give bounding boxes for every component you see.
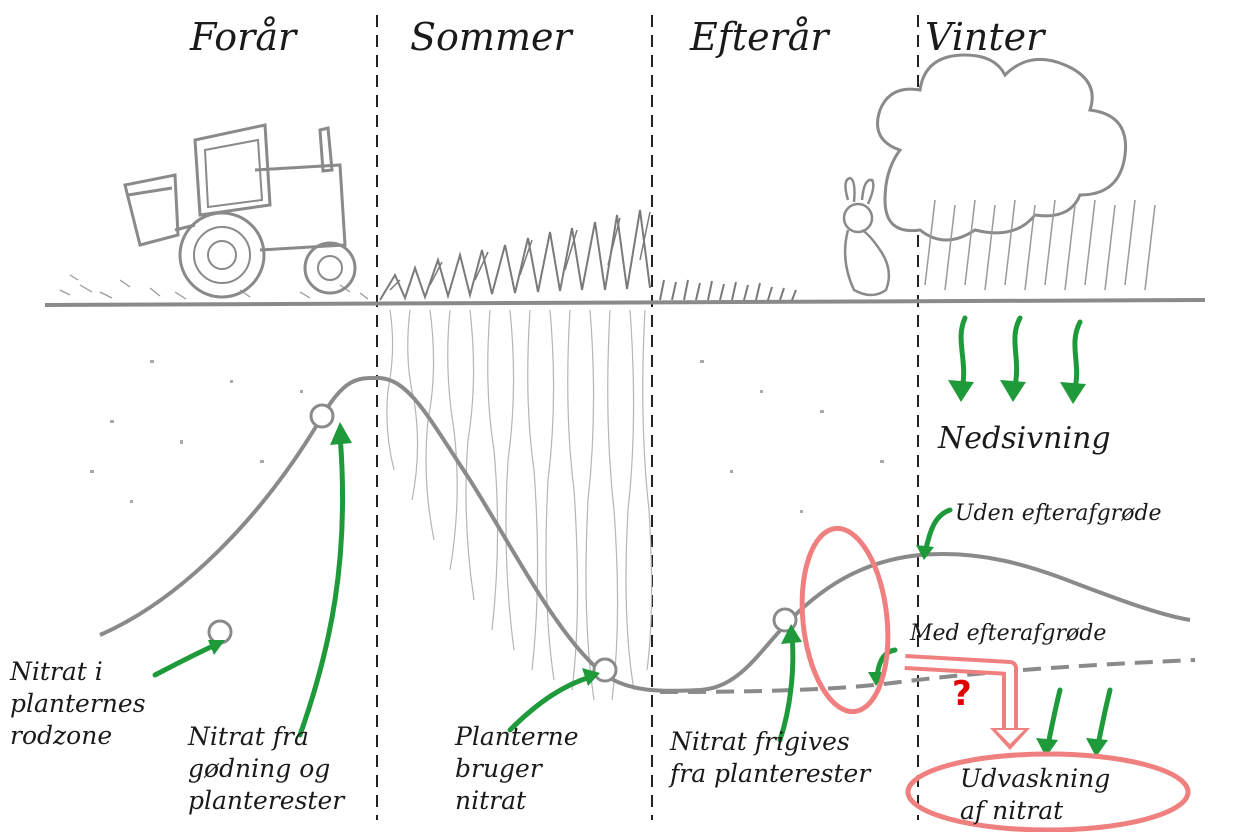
arrow-leach-2	[1095, 687, 1113, 748]
label-nitrat-godning: Nitrat fra gødning og planterester	[187, 722, 346, 815]
rain	[924, 199, 1156, 291]
autumn-stubble	[659, 279, 797, 301]
label-nitrat-rodzone: Nitrat i planternes rodzone	[9, 657, 146, 750]
svg-text:rodzone: rodzone	[10, 721, 112, 750]
arrow-release	[777, 632, 796, 743]
svg-text:nitrat: nitrat	[455, 786, 527, 815]
green-arrowheads	[208, 380, 1108, 757]
arrow-plants-use	[507, 674, 593, 733]
season-title-winter: Vinter	[925, 15, 1047, 59]
question-mark: ?	[952, 674, 972, 714]
curve-markers	[207, 403, 798, 683]
arrow-nedsivning-3	[1071, 319, 1083, 395]
marker-rootzone	[207, 619, 233, 645]
label-nitrat-frigives: Nitrat frigives fra planterester	[668, 727, 872, 788]
rain-cloud	[876, 53, 1128, 242]
ground-line	[44, 298, 1206, 307]
svg-text:Nitrat frigives: Nitrat frigives	[669, 727, 850, 756]
svg-text:bruger: bruger	[455, 754, 544, 783]
season-title-spring: Forår	[189, 15, 299, 59]
soil-specks	[90, 360, 884, 513]
marker-fertilizer	[309, 403, 335, 429]
red-highlights	[799, 525, 1191, 832]
svg-text:Nitrat fra: Nitrat fra	[187, 722, 309, 751]
label-nedsivning: Nedsivning	[937, 421, 1111, 456]
spring-soil-texture	[59, 274, 369, 300]
arrow-fertilizer	[297, 432, 346, 738]
arrow-nedsivning-2	[1011, 315, 1023, 393]
svg-text:gødning og: gødning og	[188, 754, 330, 783]
svg-text:fra planterester: fra planterester	[668, 759, 872, 788]
rabbit-illustration	[842, 176, 891, 297]
arrow-leach-1	[1045, 687, 1063, 748]
arrow-rootzone	[152, 642, 218, 678]
summer-roots	[386, 309, 653, 701]
highlight-ellipse-autumn	[799, 525, 891, 715]
label-udvaskning: Udvaskning af nitrat	[960, 764, 1110, 825]
svg-text:Nitrat i: Nitrat i	[9, 657, 103, 686]
svg-text:Udvaskning: Udvaskning	[960, 764, 1110, 793]
season-title-summer: Sommer	[410, 15, 574, 59]
highlight-ellipse-leaching	[905, 751, 1191, 832]
svg-text:af nitrat: af nitrat	[960, 796, 1064, 825]
nitrate-curves	[99, 375, 1196, 694]
svg-text:planternes: planternes	[10, 689, 146, 718]
label-med-efterafgrode: Med efterafgrøde	[909, 621, 1106, 646]
svg-text:planterester: planterester	[188, 786, 346, 815]
ground	[44, 274, 1206, 307]
season-dividers	[376, 15, 919, 820]
label-uden-efterafgrode: Uden efterafgrøde	[955, 501, 1162, 526]
label-planterne-bruger: Planterne bruger nitrat	[454, 722, 579, 815]
summer-crop	[379, 209, 651, 301]
tractor-illustration	[123, 123, 357, 299]
arrow-nedsivning-1	[958, 315, 968, 393]
nitrate-curve-main	[99, 375, 1191, 693]
marker-plants-use	[592, 657, 618, 683]
svg-text:Planterne: Planterne	[454, 722, 579, 751]
red-bent-arrow	[904, 654, 1030, 750]
nitrate-curve-with-catch-crop	[659, 658, 1196, 694]
season-title-autumn: Efterår	[689, 15, 831, 59]
